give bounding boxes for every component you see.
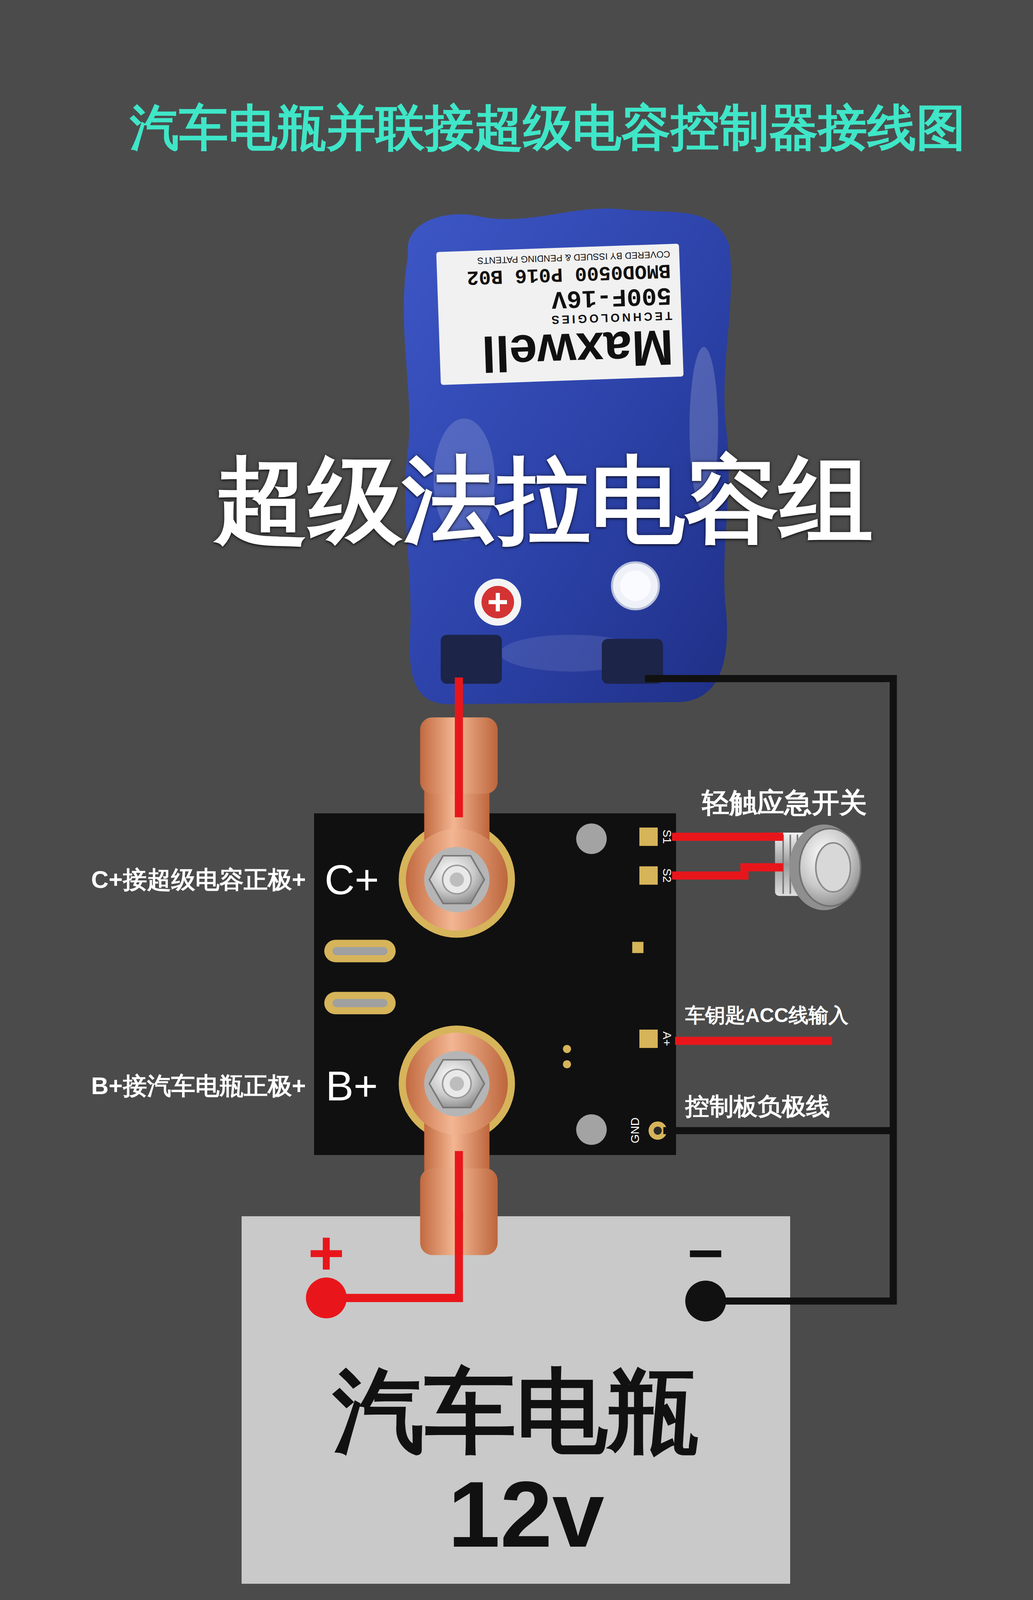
hex-nut bbox=[429, 855, 485, 904]
emergency-switch: 轻触应急开关 bbox=[766, 820, 867, 919]
board-pads bbox=[639, 827, 658, 846]
ring-terminal bbox=[424, 1122, 490, 1179]
push-button-switch bbox=[775, 824, 861, 911]
wire bbox=[676, 832, 767, 841]
diagram-title: 汽车电瓶并联接超级电容控制器接线图 bbox=[129, 102, 966, 153]
hex-nut bbox=[449, 1076, 465, 1091]
push-button-switch bbox=[775, 832, 810, 896]
board-pads bbox=[562, 1059, 572, 1068]
wire bbox=[676, 1130, 894, 1301]
push-button-switch bbox=[815, 842, 851, 892]
wire-note: 控制板负极线 bbox=[685, 1093, 831, 1118]
red-wire bbox=[326, 1215, 459, 1298]
hex-nut bbox=[442, 1069, 472, 1098]
terminal-note: B+接汽车电瓶正极+ bbox=[91, 1073, 307, 1098]
black-wire bbox=[648, 678, 883, 1301]
wire bbox=[676, 678, 894, 1131]
board-pads bbox=[324, 820, 668, 1145]
ring-terminal bbox=[424, 785, 490, 842]
red-wire bbox=[326, 681, 829, 1298]
board-pads bbox=[398, 820, 515, 938]
negative-terminal bbox=[619, 570, 651, 601]
module-title: 超级法拉电容组 bbox=[214, 452, 874, 547]
board-pads bbox=[332, 946, 388, 956]
ring-terminal bbox=[405, 1032, 508, 1135]
switch-label: 轻触应急开关 bbox=[701, 788, 867, 816]
polarity-mark: − bbox=[687, 1221, 724, 1284]
terminal-name: C+ bbox=[324, 858, 380, 901]
hex-nut bbox=[429, 1059, 485, 1108]
hex-nut bbox=[424, 846, 490, 913]
board-pads bbox=[653, 1126, 662, 1135]
terminal-note: C+接超级电容正极+ bbox=[91, 867, 307, 892]
wire bbox=[454, 1154, 464, 1216]
wire-note: 车钥匙ACC线输入 bbox=[685, 1005, 849, 1026]
pin-name: S2 bbox=[661, 868, 673, 883]
terminal-block bbox=[440, 634, 502, 684]
board-pads bbox=[648, 1120, 667, 1140]
hex-nut bbox=[424, 1050, 490, 1116]
battery-voltage: 12v bbox=[448, 1467, 605, 1561]
board-pads bbox=[639, 1029, 658, 1048]
positive-terminal bbox=[474, 578, 522, 626]
push-button-switch bbox=[789, 824, 859, 911]
pin-name: A+ bbox=[661, 1031, 673, 1046]
ring-terminal bbox=[420, 1167, 498, 1255]
board-pads bbox=[398, 1025, 515, 1142]
ring-terminal bbox=[405, 717, 508, 1256]
battery-terminal bbox=[685, 1280, 727, 1321]
board-pads bbox=[576, 1113, 607, 1145]
black-wire bbox=[705, 1297, 791, 1305]
ring-terminal bbox=[405, 828, 508, 931]
board-pads bbox=[632, 941, 644, 953]
board-pads bbox=[576, 823, 607, 854]
board-pads bbox=[562, 1044, 572, 1053]
board-pads bbox=[639, 865, 658, 885]
black-wire bbox=[666, 1126, 677, 1134]
board-pads bbox=[324, 991, 396, 1014]
terminal-name: B+ bbox=[325, 1064, 378, 1107]
controller-board: C+ S1S2A+ B+ GND bbox=[314, 813, 677, 1155]
battery-terminal bbox=[305, 1277, 727, 1321]
terminal-block bbox=[601, 638, 663, 684]
push-button-switch bbox=[799, 828, 861, 906]
red-wire bbox=[766, 863, 779, 872]
board-pads bbox=[324, 939, 396, 963]
hex-nut bbox=[442, 865, 472, 894]
wire bbox=[790, 678, 894, 1301]
red-wire bbox=[454, 681, 464, 707]
board-pads bbox=[332, 998, 388, 1008]
pin-name: GND bbox=[629, 1117, 642, 1143]
red-wire bbox=[766, 832, 779, 841]
hex-nut bbox=[424, 846, 490, 1117]
pin-name: S1 bbox=[661, 829, 673, 844]
brand-name: Maxwell bbox=[448, 322, 675, 381]
ring-terminal bbox=[420, 717, 498, 794]
plus-symbol bbox=[488, 592, 507, 612]
battery-name: 汽车电瓶 bbox=[332, 1364, 700, 1457]
wire bbox=[454, 706, 464, 814]
hex-nut bbox=[449, 872, 465, 887]
polarity-mark: + bbox=[308, 1221, 345, 1284]
red-wire bbox=[678, 1036, 828, 1045]
wire bbox=[676, 867, 767, 876]
negative-terminal bbox=[611, 561, 659, 609]
black-wire bbox=[648, 674, 883, 682]
push-button-switch bbox=[783, 834, 805, 894]
capacitor-sticker: MaxwellTECHNOLOGIES500F-16VBMOD0500 P016… bbox=[436, 243, 684, 385]
positive-terminal bbox=[481, 585, 515, 619]
